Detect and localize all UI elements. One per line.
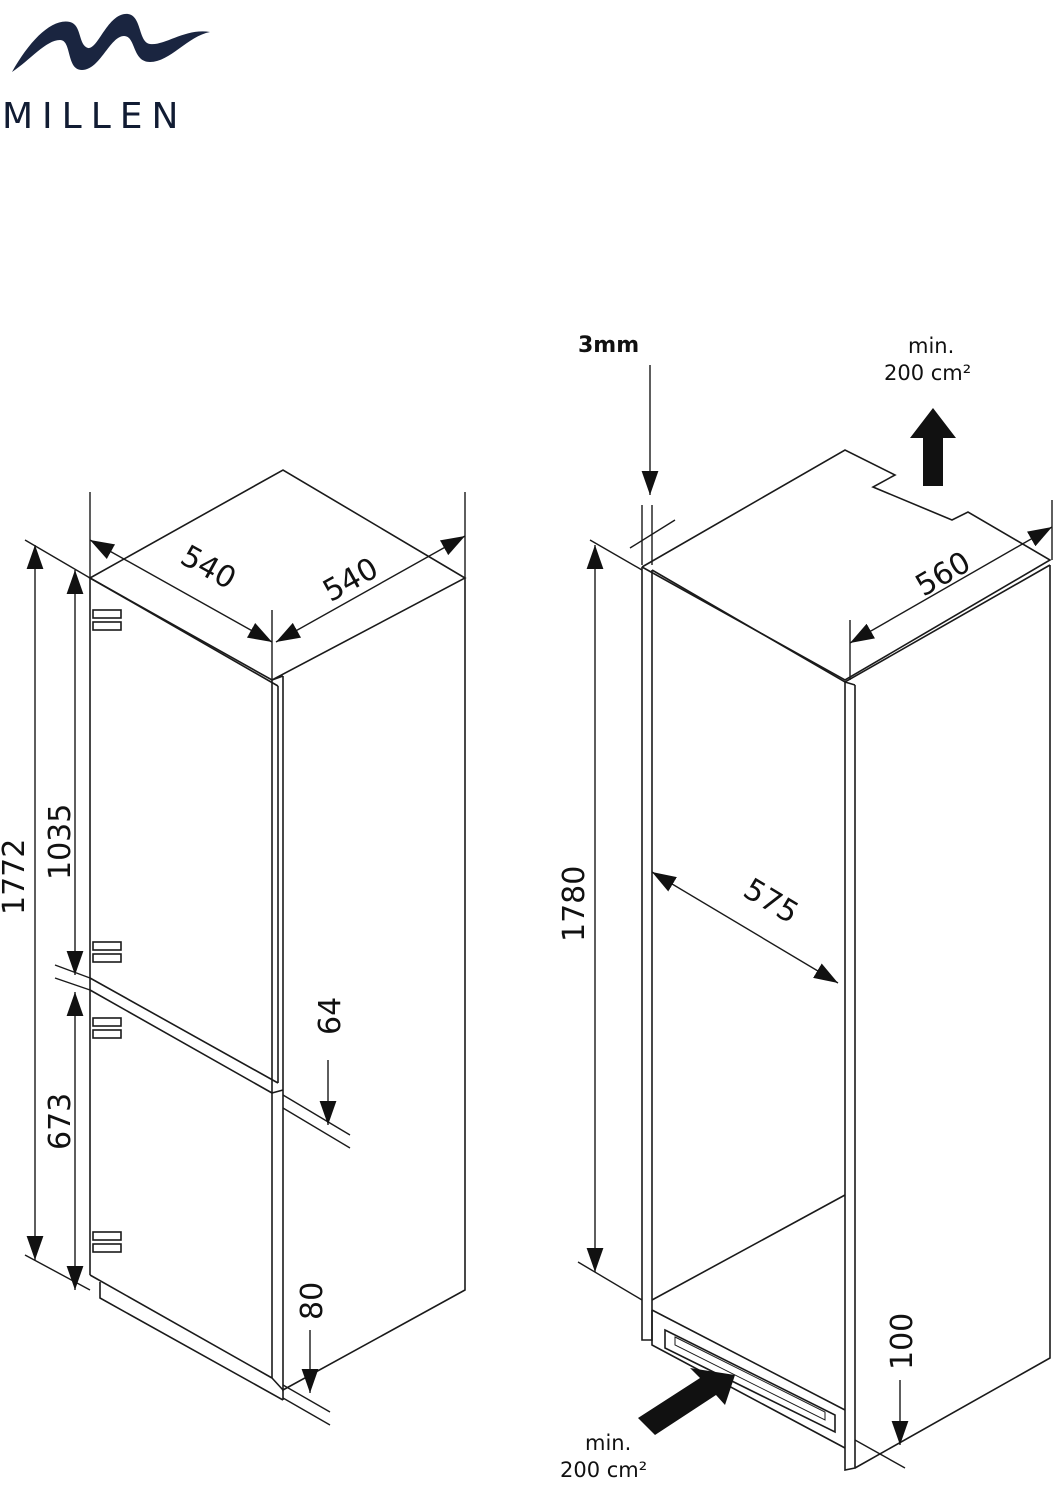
appliance-plinth-label: 80	[295, 1282, 330, 1320]
niche-depth-label: 575	[737, 872, 804, 931]
niche-width-label: 560	[910, 545, 977, 604]
vent-top-arrow-icon	[910, 408, 956, 486]
appliance-height-total-label: 1772	[0, 839, 32, 915]
vent-top-area-label: 200 cm²	[884, 361, 971, 385]
appliance-door-gap-label: 64	[313, 997, 348, 1035]
vent-bottom-arrow-icon	[638, 1368, 735, 1435]
niche-plinth-label: 100	[885, 1313, 920, 1370]
appliance-upper-door-label: 1035	[43, 804, 78, 880]
niche-drawing	[641, 449, 1052, 1471]
brand-name: MILLEN	[2, 96, 188, 137]
appliance-lower-door-label: 673	[43, 1093, 78, 1150]
niche-gap-label: 3mm	[578, 333, 639, 358]
appliance-dimensions	[24, 492, 466, 1426]
millen-logo-icon	[12, 13, 210, 72]
niche-dimension-labels: 3mm 560 575 1780 100 min. 200 cm² min. 2…	[557, 333, 977, 1482]
niche-dimensions	[577, 365, 1053, 1469]
vent-top-min-label: min.	[908, 334, 954, 358]
appliance-dimension-labels: 540 540 1772 1035 673 64 80	[0, 539, 384, 1320]
vent-bottom-area-label: 200 cm²	[560, 1458, 647, 1482]
niche-height-label: 1780	[557, 866, 592, 942]
vent-bottom-min-label: min.	[585, 1431, 631, 1455]
appliance-width-label: 540	[175, 539, 242, 597]
appliance-drawing	[88, 469, 467, 1401]
